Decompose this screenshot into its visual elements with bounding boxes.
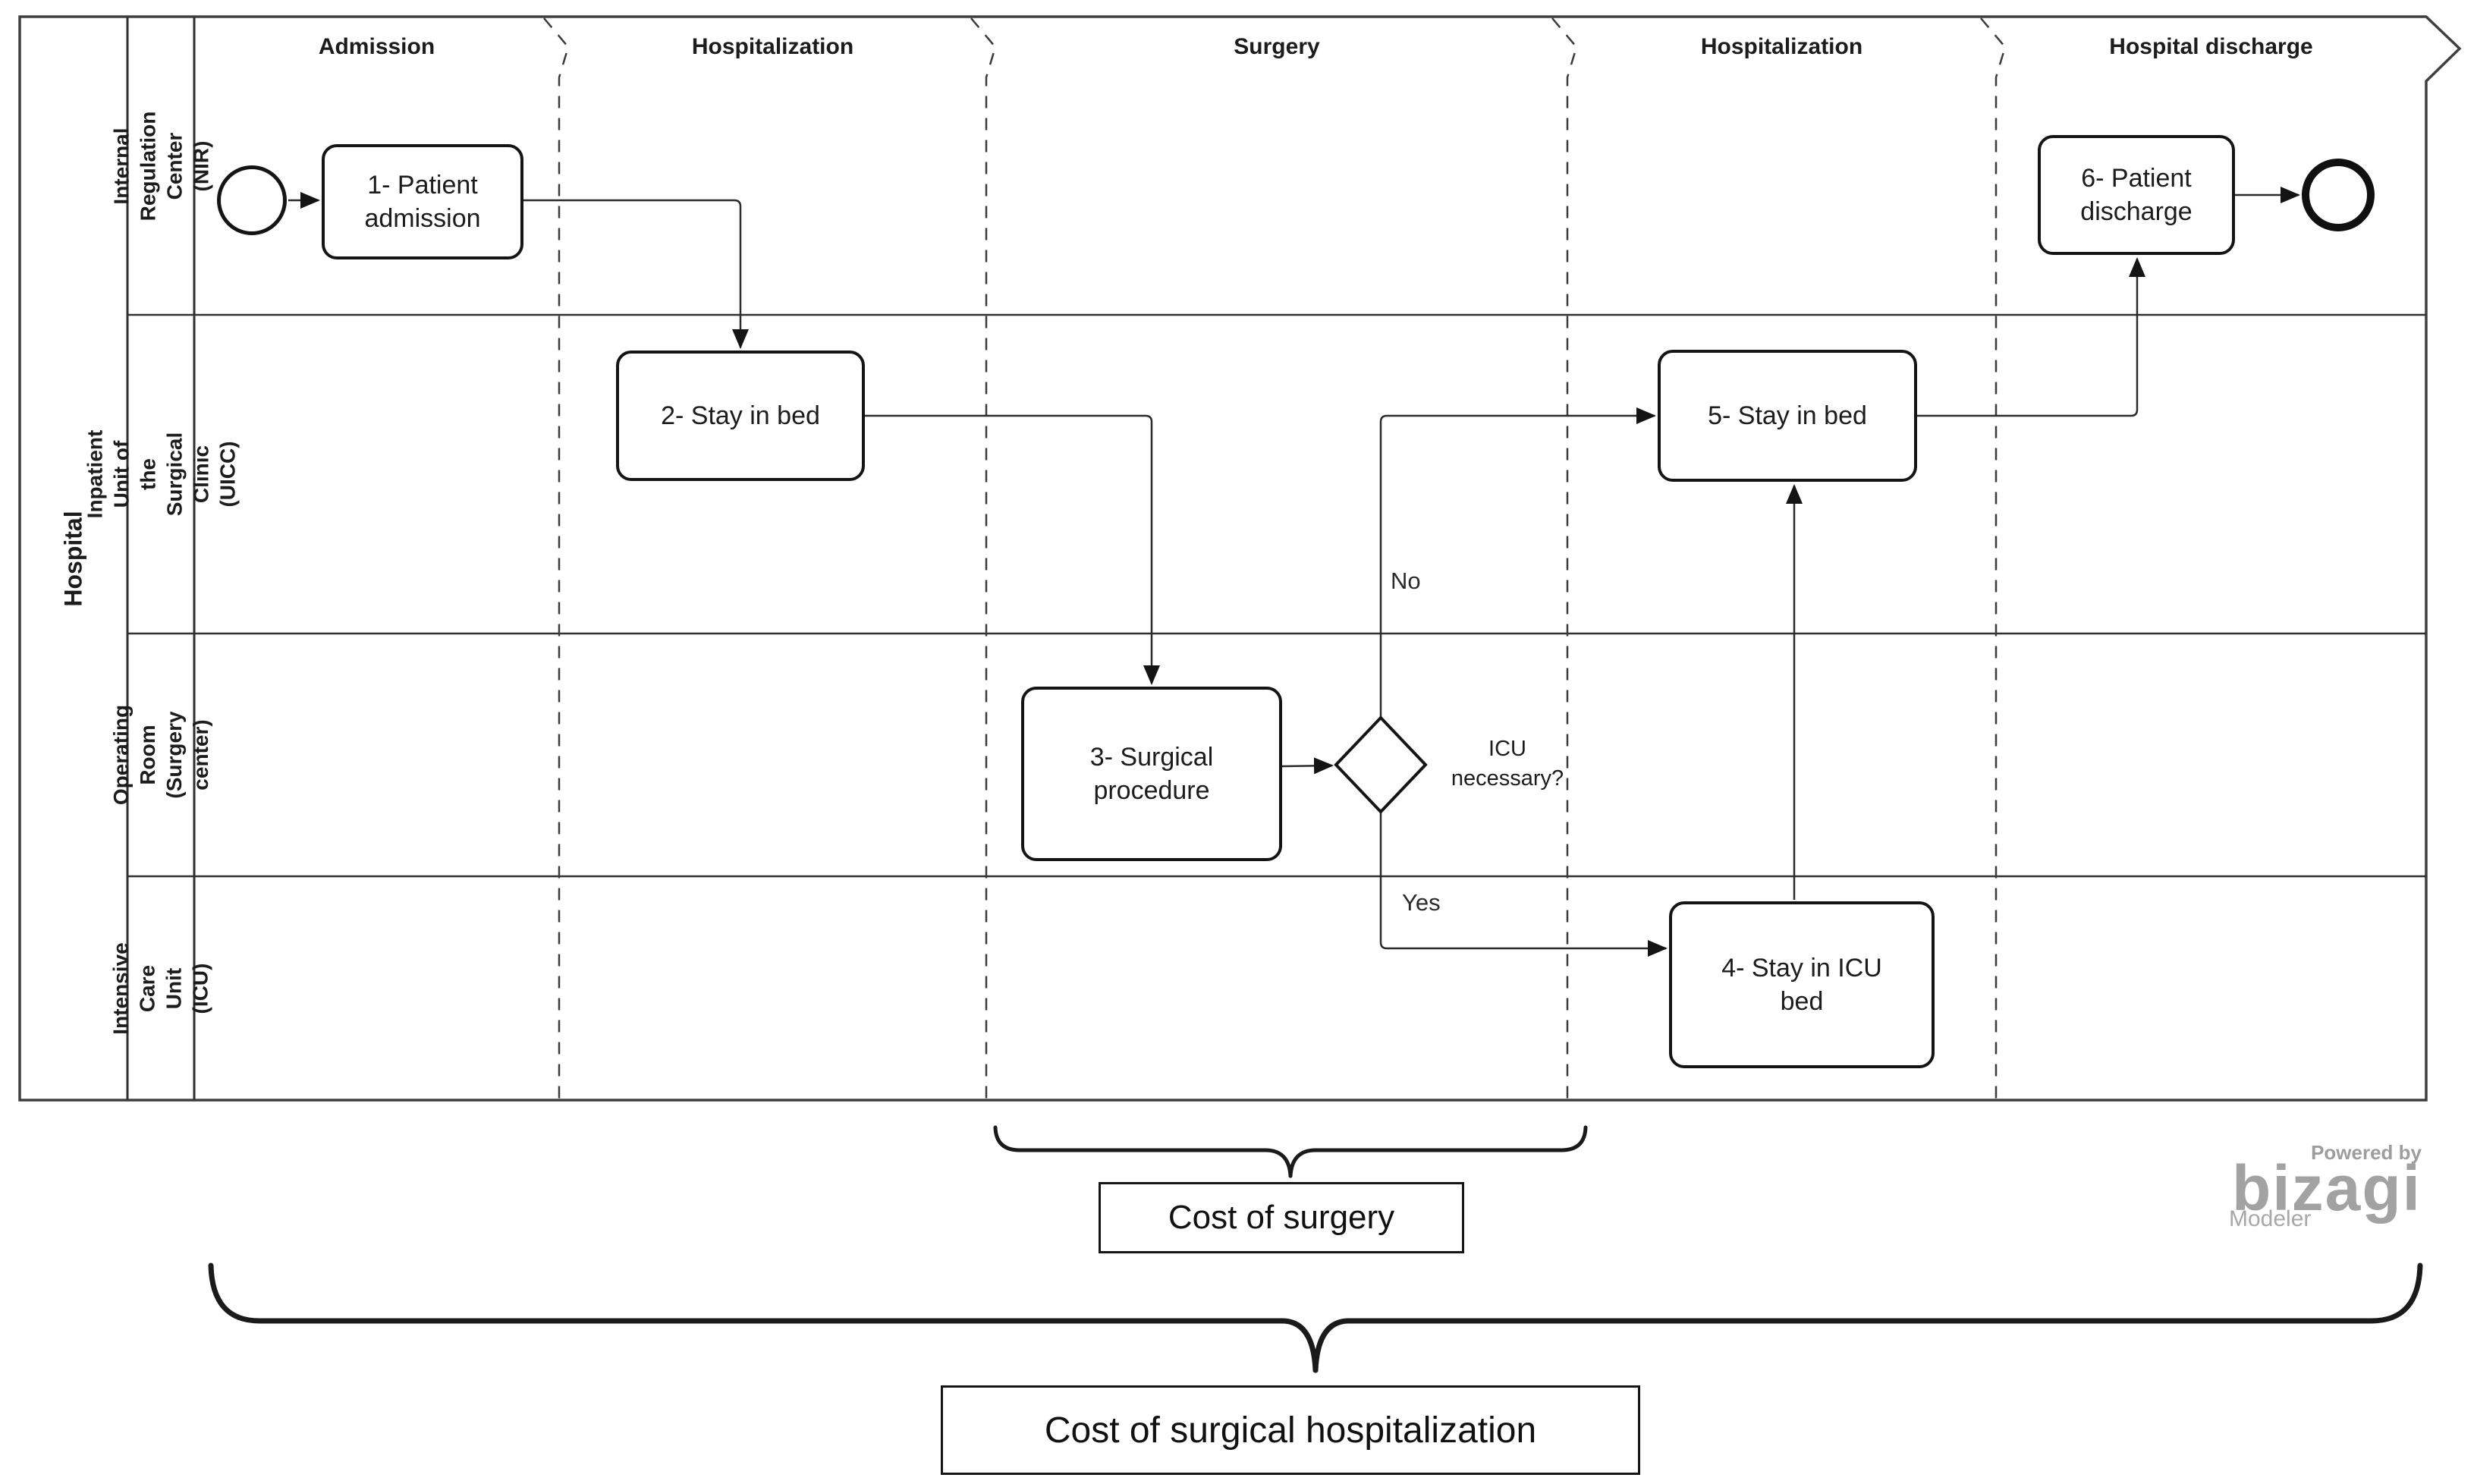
lane-label-uicc: Inpatient Unit of the Surgical Clinic (U…: [83, 315, 239, 634]
phase-separator-4: [1980, 17, 2007, 1100]
task-patient-discharge: 6- Patient discharge: [2038, 135, 2235, 255]
gateway-question-label: ICU necessary?: [1451, 736, 1564, 791]
phase-separator-3: [1551, 17, 1578, 1100]
start-event-icon: [217, 165, 287, 235]
phase-hospitalization-2: Hospitalization: [1700, 34, 1863, 59]
lane-label-text: Inpatient Unit of the Surgical Clinic (U…: [83, 429, 240, 519]
cost-of-surgery-label: Cost of surgery: [1099, 1182, 1464, 1253]
flow-gateway-no-to-task5: [1379, 407, 1656, 718]
lane-label-operating-room: Operating Room (Surgery center): [109, 634, 212, 876]
bizagi-logo: bizagi: [2231, 1152, 2422, 1224]
task-stay-in-bed-5: 5- Stay in bed: [1658, 350, 1917, 482]
flow-task2-to-task3: [865, 414, 1160, 685]
phase-separator-2: [970, 17, 997, 1100]
cost-of-surgical-hospitalization-label: Cost of surgical hospitalization: [941, 1385, 1640, 1475]
gateway-diamond-icon: [1334, 715, 1428, 814]
task-surgical-procedure: 3- Surgical procedure: [1021, 687, 1282, 861]
task-stay-in-bed-2: 2- Stay in bed: [616, 351, 865, 481]
lane-label-text: Intensive Care Unit (ICU): [109, 942, 213, 1035]
phase-separator-1: [543, 17, 570, 1100]
lane-label-text: Operating Room (Surgery center): [109, 704, 213, 806]
phase-admission: Admission: [318, 34, 435, 59]
gateway-no-label: No: [1391, 568, 1421, 594]
gateway-yes-label: Yes: [1402, 889, 1441, 916]
lane-label-icu: Intensive Care Unit (ICU): [109, 876, 212, 1100]
brace-cost-of-surgery: [993, 1125, 1588, 1178]
phase-surgery: Surgery: [1234, 34, 1320, 59]
flow-task1-to-task2: [523, 199, 749, 349]
phase-hospitalization-1: Hospitalization: [691, 34, 854, 59]
end-event-icon: [2302, 159, 2375, 231]
pool-border: [18, 15, 2462, 1102]
flow-gateway-yes-to-task4: [1379, 812, 1668, 957]
phase-hospital-discharge: Hospital discharge: [2109, 34, 2313, 59]
brace-cost-of-surgical-hospitalization: [208, 1262, 2423, 1373]
task-patient-admission: 1- Patient admission: [322, 144, 523, 259]
pool-label-text: Hospital: [59, 510, 87, 607]
watermark-powered-by: Powered by: [2311, 1141, 2422, 1164]
watermark-modeler: Modeler: [2229, 1206, 2312, 1231]
lane-label-nir: Internal Regulation Center (NIR): [109, 17, 212, 315]
flow-task5-to-task6: [1917, 257, 2145, 417]
lane-label-text: Internal Regulation Center (NIR): [109, 111, 212, 221]
task-stay-in-icu-bed: 4- Stay in ICU bed: [1669, 901, 1935, 1068]
